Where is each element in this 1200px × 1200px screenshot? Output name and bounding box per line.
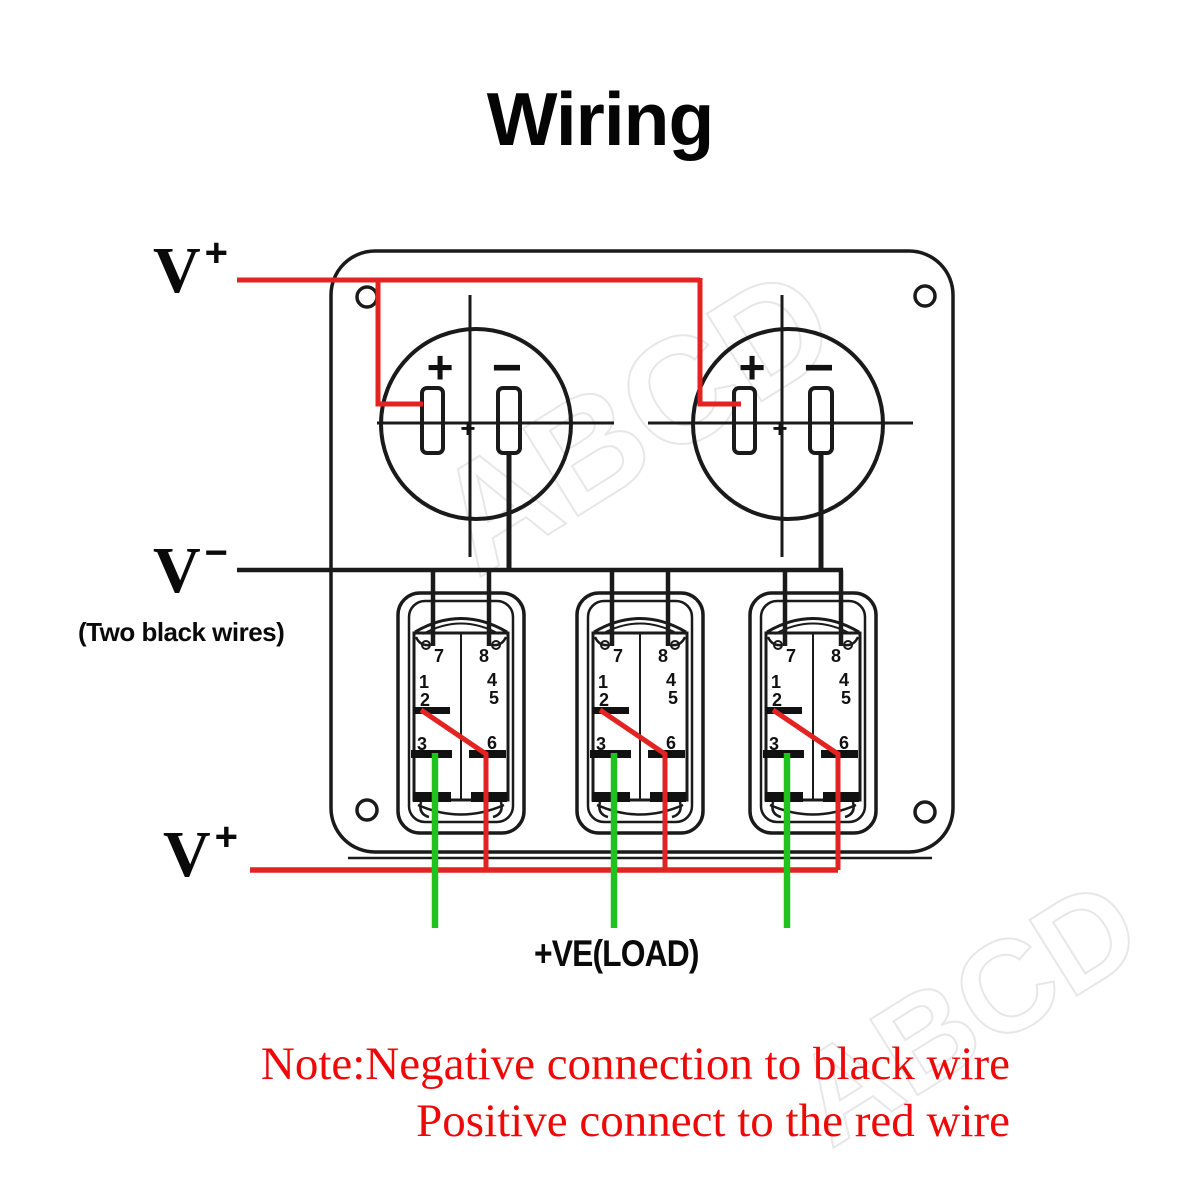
note-line-1: Note:Negative connection to black wire — [260, 1038, 1010, 1090]
screw-hole-top-right — [913, 284, 937, 308]
v-plus-bottom-sign: + — [214, 815, 239, 859]
v-plus-top-label: V+ — [153, 233, 228, 304]
bottom-note: Note:Negative connection to black wire P… — [0, 1036, 1010, 1150]
v-plus-bottom-base: V — [163, 818, 211, 891]
mounting-panel — [329, 249, 955, 854]
v-plus-bottom-label: V+ — [163, 817, 238, 888]
two-black-wires-note: (Two black wires) — [78, 617, 285, 647]
ve-load-label: +VE(LOAD) — [534, 933, 699, 974]
screw-hole-top-left — [355, 285, 379, 309]
v-plus-top-sign: + — [204, 231, 229, 275]
positive-feed-wire-top — [237, 277, 741, 407]
rocker-switch-3 — [750, 570, 876, 928]
rocker-switch-1 — [398, 570, 524, 928]
page-title: Wiring — [486, 77, 715, 161]
v-minus-sign: − — [204, 531, 229, 575]
v-minus-base: V — [153, 534, 201, 607]
rocker-switch-2 — [577, 570, 703, 928]
v-plus-top-base: V — [153, 234, 201, 307]
screw-hole-bottom-right — [913, 800, 937, 824]
v-minus-label: V− — [153, 533, 228, 604]
note-line-2: Positive connect to the red wire — [416, 1095, 1010, 1147]
screw-hole-bottom-left — [355, 798, 379, 822]
